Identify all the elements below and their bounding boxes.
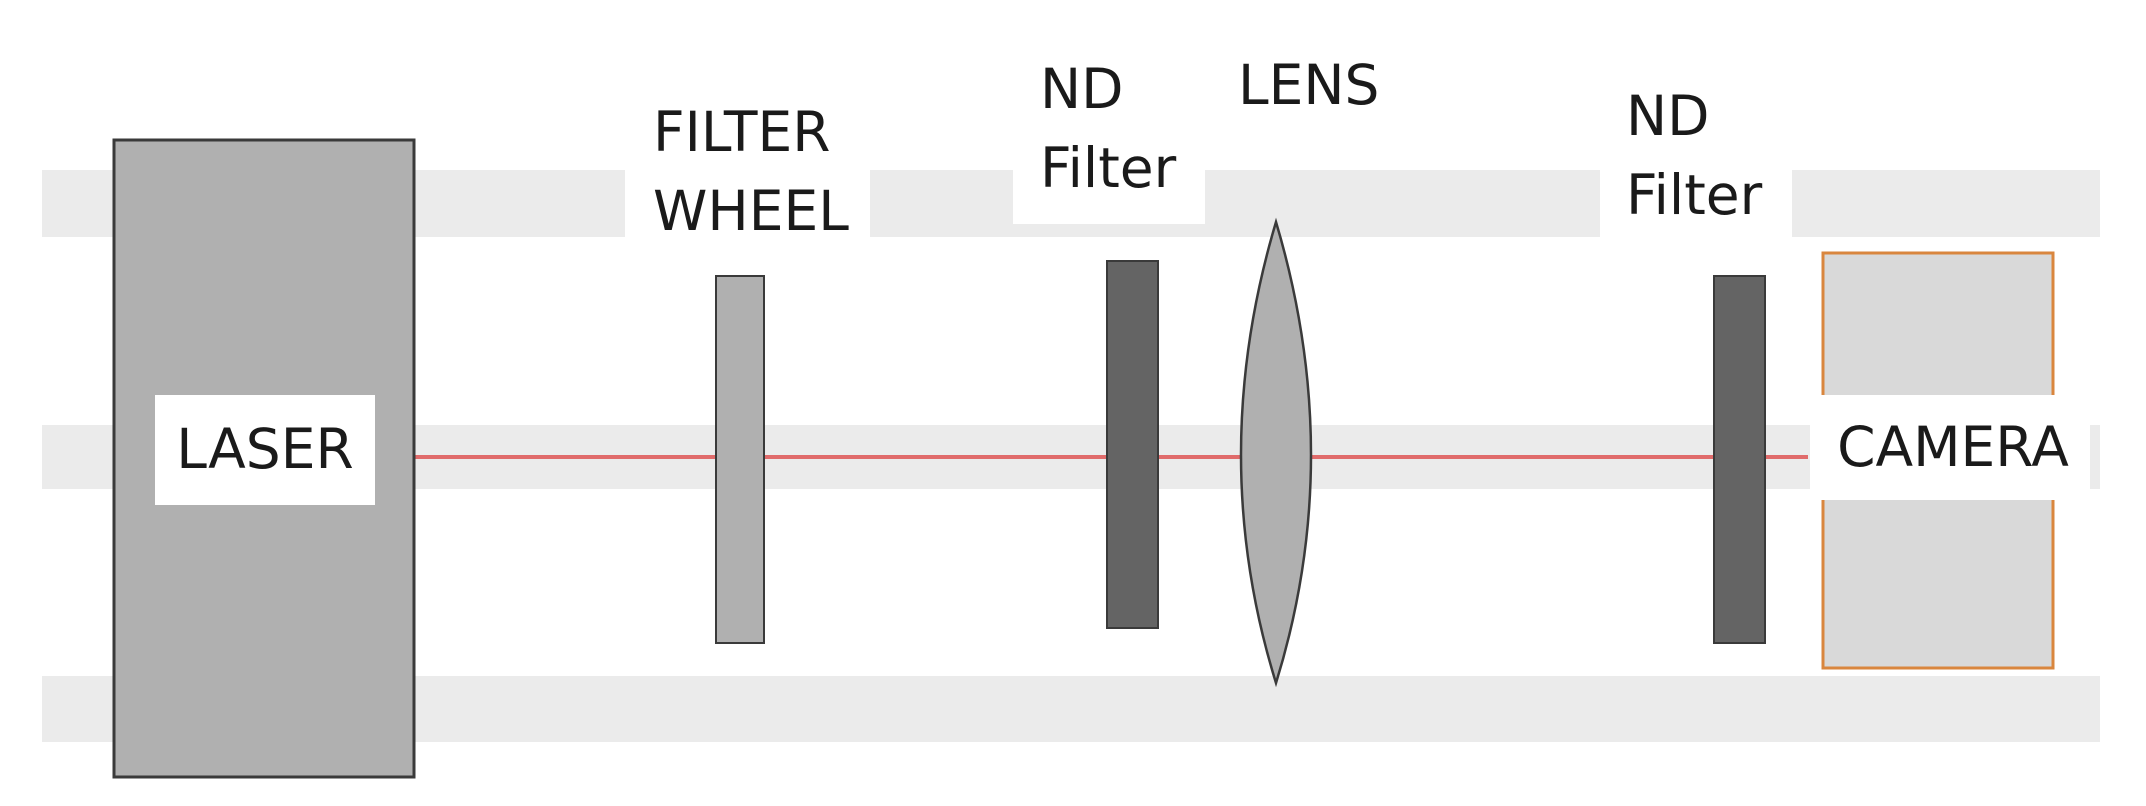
nd-filter-1-label-line2: Filter	[1040, 136, 1177, 200]
nd-filter-1: ND Filter	[1040, 57, 1177, 629]
camera-label-box	[1810, 395, 2090, 500]
nd-filter-2-plate	[1713, 275, 1766, 644]
laser-label: LASER	[176, 417, 353, 481]
laser: LASER	[112, 138, 416, 779]
lens-shape	[1239, 217, 1313, 688]
filter-wheel: FILTER WHEEL	[653, 100, 849, 644]
nd-filter-1-label-line1: ND	[1040, 57, 1124, 121]
filter-wheel-label-bg	[625, 105, 870, 240]
camera-label: CAMERA	[1837, 415, 2069, 479]
laser-label-box	[155, 395, 375, 505]
lens-label: LENS	[1238, 53, 1379, 117]
filter-wheel-plate	[715, 275, 765, 644]
nd-filter-1-label-bg	[1013, 160, 1205, 224]
nd-filter-2-label-bg	[1600, 110, 1792, 240]
filter-wheel-label-line2: WHEEL	[653, 179, 849, 243]
nd-filter-2-label-line2: Filter	[1626, 163, 1763, 227]
nd-filter-1-plate	[1106, 260, 1159, 629]
nd-filter-2-label-line1: ND	[1626, 84, 1710, 148]
filter-wheel-label-line1: FILTER	[653, 100, 831, 164]
nd-filter-2: ND Filter	[1626, 84, 1766, 644]
lens: LENS	[1238, 53, 1379, 688]
camera: CAMERA	[1810, 251, 2090, 670]
